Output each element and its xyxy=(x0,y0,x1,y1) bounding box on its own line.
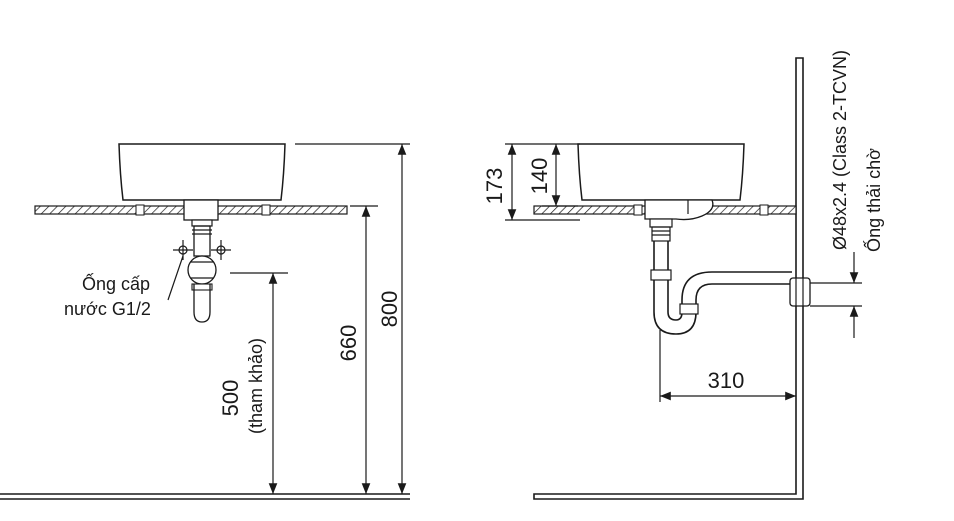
tail-pipe-side xyxy=(649,218,673,281)
supply-label-line1: Ống cấp xyxy=(82,273,150,294)
dimension-800-label: 800 xyxy=(377,291,402,328)
pipe-spec-label: Ø48x2.4 (Class 2-TCVN) xyxy=(830,50,850,250)
wall-drain-fitting xyxy=(789,277,811,307)
basin-front xyxy=(118,143,286,201)
side-view: 173 140 310 Ø48x2.4 (Class 2-TCVN) Ống t… xyxy=(482,50,884,500)
drain-body-side xyxy=(644,199,714,221)
basin-side xyxy=(577,143,745,201)
dimension-140-label: 140 xyxy=(527,158,552,195)
dimension-660-label: 660 xyxy=(336,325,361,362)
dimension-310-label: 310 xyxy=(708,368,745,393)
drain-pipe-label: Ống thải chờ xyxy=(863,148,884,252)
drain-assembly-front xyxy=(183,199,219,323)
dimension-173-label: 173 xyxy=(482,168,507,205)
front-view: Ống cấp nước G1/2 800 660 500 (tham khảo… xyxy=(0,143,410,500)
supply-leader-line xyxy=(167,255,184,301)
dimension-500-note: (tham khảo) xyxy=(246,338,266,434)
floor-front xyxy=(0,493,410,500)
supply-valve-right xyxy=(211,240,231,260)
dimension-500-label: 500 xyxy=(218,380,243,417)
supply-label-line2: nước G1/2 xyxy=(64,299,151,319)
wall-and-floor xyxy=(533,57,804,500)
p-trap xyxy=(653,271,792,335)
